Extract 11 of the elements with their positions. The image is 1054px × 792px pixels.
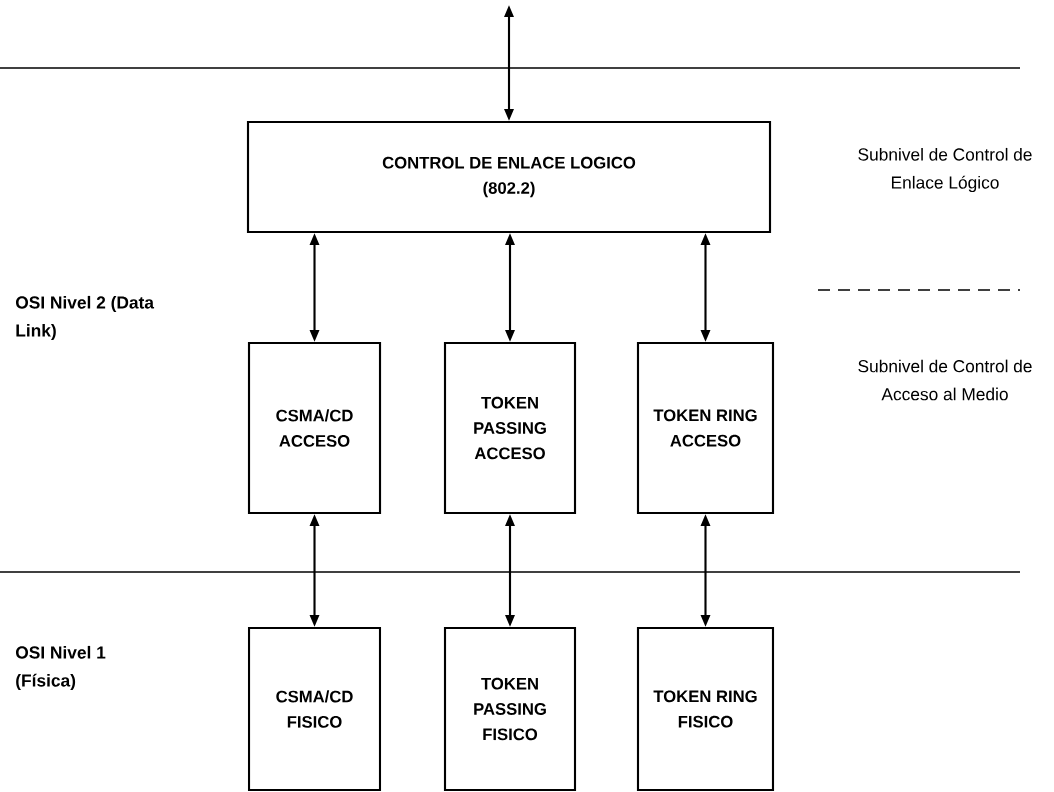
layer-box: TOKEN PASSING ACCESO xyxy=(443,341,577,515)
layer-box: TOKEN PASSING FISICO xyxy=(443,626,577,792)
layer-box: TOKEN RING ACCESO xyxy=(636,341,775,515)
layer-box: CONTROL DE ENLACE LOGICO (802.2) xyxy=(246,120,772,234)
layer-box: CSMA/CD ACCESO xyxy=(247,341,382,515)
layer-label: Subnivel de Control de Enlace Lógico xyxy=(858,147,1032,193)
layer-box: TOKEN RING FISICO xyxy=(636,626,775,792)
layer-label: Subnivel de Control de Acceso al Medio xyxy=(858,359,1032,401)
layer-box: CSMA/CD FISICO xyxy=(247,626,382,792)
layer-label: OSI Nivel 1 (Física) xyxy=(16,645,106,691)
layer-label: OSI Nivel 2 (Data Link) xyxy=(16,295,155,341)
